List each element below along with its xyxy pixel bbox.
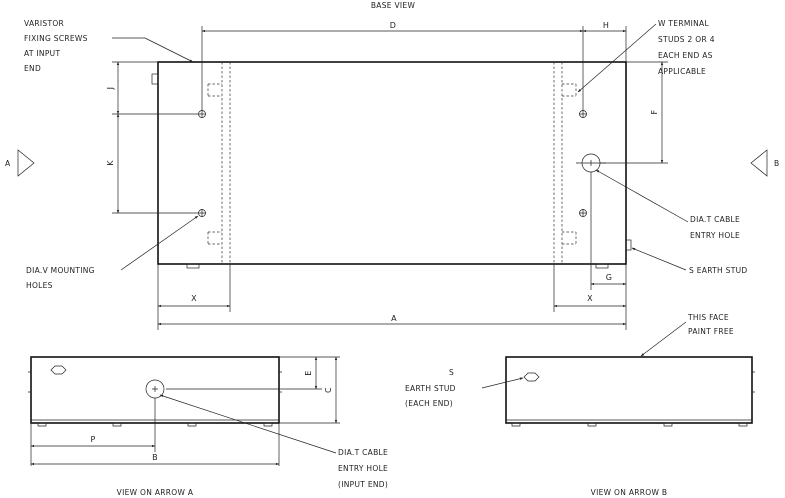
- view-b-caption: VIEW ON ARROW B: [591, 488, 668, 497]
- dim-label-g: G: [606, 273, 613, 282]
- dim-label-p: P: [90, 435, 95, 444]
- dimension-lines: [112, 26, 668, 330]
- callout-s-earth-stud: S EARTH STUD: [689, 266, 748, 275]
- dim-label-x-left: X: [191, 294, 197, 303]
- mounting-hole-bottom-right: [579, 209, 587, 217]
- view-a-hex-stud: [50, 365, 67, 375]
- left-side-stud: [151, 73, 159, 85]
- right-rail-hidden: [553, 62, 577, 264]
- base-plate-outline: [157, 61, 627, 265]
- callout-varistor: VARISTOR FIXING SCREWS AT INPUT END: [24, 19, 90, 73]
- bottom-foot-left: [186, 263, 200, 269]
- dim-label-f: F: [650, 109, 659, 114]
- view-b: [481, 356, 755, 427]
- view-arrow-b-label: B: [774, 159, 779, 168]
- view-arrow-a-label: A: [5, 159, 11, 168]
- dim-label-e: E: [304, 370, 313, 375]
- view-arrow-a: [17, 149, 35, 177]
- left-rail-hidden: [207, 62, 231, 264]
- dim-label-d: D: [390, 21, 396, 30]
- mounting-hole-top-right: [579, 110, 587, 118]
- dim-label-h: H: [603, 21, 609, 30]
- callout-w-terminal: W TERMINAL STUDS 2 OR 4 EACH END AS APPL…: [658, 19, 717, 76]
- base-view-title: BASE VIEW: [371, 1, 416, 10]
- view-b-hex-stud: [523, 372, 540, 382]
- view-arrow-b: [750, 149, 768, 177]
- callout-paint-free: THIS FACE PAINT FREE: [687, 313, 734, 336]
- callout-dia-t-input: DIA.T CABLE ENTRY HOLE (INPUT END): [338, 448, 391, 489]
- dim-label-j: J: [106, 87, 115, 91]
- base-view: [151, 61, 632, 269]
- earth-stud-body: [625, 239, 632, 251]
- dim-label-a: A: [391, 314, 397, 323]
- dim-label-c: C: [324, 387, 333, 393]
- mounting-hole-bottom-left: [198, 209, 206, 217]
- dim-label-x-right: X: [587, 294, 593, 303]
- dim-label-b: B: [152, 453, 158, 462]
- callout-dia-t-cable: DIA.T CABLE ENTRY HOLE: [690, 215, 743, 240]
- mounting-hole-top-left: [198, 110, 206, 118]
- view-b-outline: [505, 356, 753, 424]
- view-a-caption: VIEW ON ARROW A: [117, 488, 194, 497]
- bottom-foot-right: [595, 263, 609, 269]
- callout-leaders: [112, 23, 689, 357]
- callout-s-earth-each: S EARTH STUD (EACH END): [405, 368, 458, 408]
- view-a-dimensions: [30, 356, 340, 466]
- dim-label-k: K: [106, 160, 115, 166]
- callout-dia-v-mounting: DIA.V MOUNTING HOLES: [26, 266, 97, 290]
